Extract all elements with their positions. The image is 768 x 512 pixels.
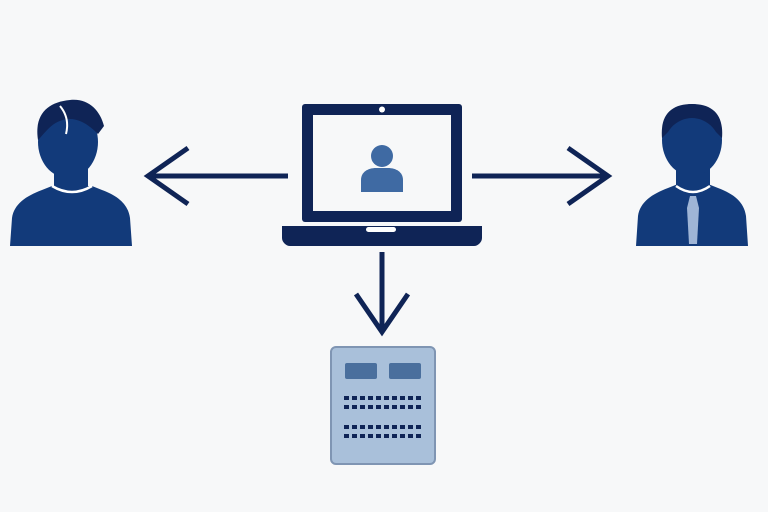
- arrow-head: [353, 292, 411, 337]
- server-vent: [368, 405, 373, 409]
- server-vent: [376, 396, 381, 400]
- server-vent: [384, 425, 389, 429]
- server-vent: [360, 425, 365, 429]
- arrow-laptop-to-user-left: [143, 145, 288, 207]
- server-vent: [416, 405, 421, 409]
- laptop-trackpad-notch: [366, 227, 396, 232]
- server-vent: [400, 425, 405, 429]
- person-right-collar: [675, 184, 711, 194]
- server-vent: [392, 425, 397, 429]
- avatar-head: [371, 145, 393, 167]
- server-vent: [408, 425, 413, 429]
- server-vent: [360, 434, 365, 438]
- server-vent: [384, 434, 389, 438]
- arrow-laptop-to-user-right: [472, 145, 613, 207]
- server-vent: [408, 396, 413, 400]
- server-vent: [416, 396, 421, 400]
- laptop-video-icon: [282, 104, 482, 246]
- server-vent: [416, 425, 421, 429]
- server-vent: [408, 434, 413, 438]
- person-right-hair: [661, 104, 723, 138]
- person-business-icon: [636, 104, 748, 246]
- server-vent: [376, 405, 381, 409]
- user-avatar-icon: [361, 145, 403, 192]
- server-vent: [344, 396, 349, 400]
- server-vent: [384, 396, 389, 400]
- avatar-body: [361, 168, 403, 192]
- server-led-left: [345, 363, 377, 379]
- server-icon: [330, 346, 436, 465]
- person-casual-icon: [10, 99, 132, 246]
- arrows-layer: [143, 145, 613, 337]
- person-right-tie: [687, 196, 699, 244]
- server-vent: [368, 434, 373, 438]
- server-vent: [400, 405, 405, 409]
- laptop-camera: [379, 106, 385, 113]
- laptop-base: [282, 226, 482, 246]
- server-vent: [400, 396, 405, 400]
- person-left-hair: [37, 99, 104, 140]
- server-vent: [384, 405, 389, 409]
- server-vent: [408, 405, 413, 409]
- person-left-hair-part: [59, 105, 69, 135]
- server-vent: [416, 434, 421, 438]
- server-vent: [376, 434, 381, 438]
- server-vent: [352, 396, 357, 400]
- server-vent: [344, 434, 349, 438]
- arrow-laptop-to-server: [353, 252, 411, 337]
- server-vent: [352, 425, 357, 429]
- server-vent: [392, 396, 397, 400]
- server-vent: [352, 434, 357, 438]
- server-vent: [392, 434, 397, 438]
- server-vent: [368, 396, 373, 400]
- server-vent: [360, 405, 365, 409]
- server-vent: [352, 405, 357, 409]
- server-vent: [400, 434, 405, 438]
- server-vent: [376, 425, 381, 429]
- server-vent: [360, 396, 365, 400]
- arrow-head: [143, 145, 190, 207]
- server-vent: [344, 405, 349, 409]
- server-vent-row: [344, 425, 421, 438]
- server-vent: [368, 425, 373, 429]
- arrow-head: [566, 145, 613, 207]
- server-led-right: [389, 363, 421, 379]
- server-vent: [344, 425, 349, 429]
- server-vent: [392, 405, 397, 409]
- person-left-collar: [51, 184, 93, 194]
- server-vent-row: [344, 396, 421, 409]
- person-left-body: [10, 186, 132, 246]
